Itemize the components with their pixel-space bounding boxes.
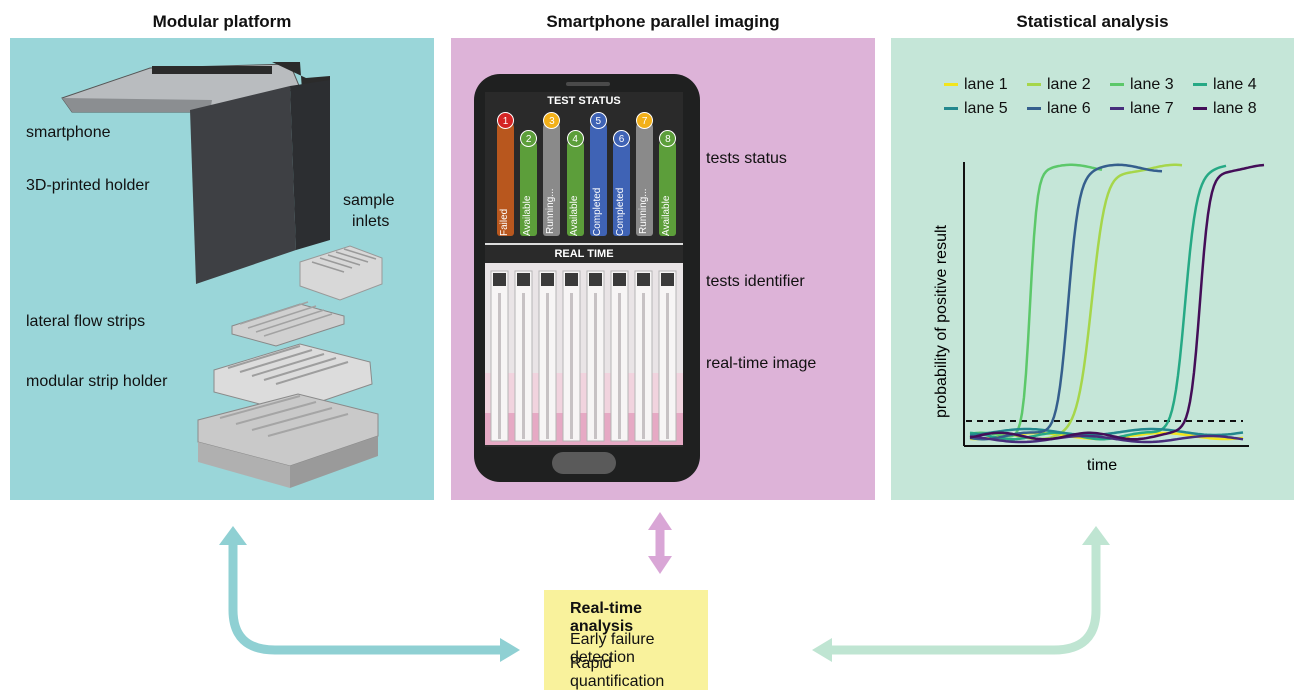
- modular-platform-title: Modular platform: [152, 12, 292, 31]
- test-status-column-5: [589, 120, 607, 236]
- realtime-analysis-box: Real-time analysis Early failure detecti…: [544, 590, 708, 690]
- test-number-badge: 6: [613, 130, 630, 147]
- strip-image-drawing: [485, 270, 683, 445]
- series-line: [969, 163, 1163, 441]
- legend-label: lane 4: [1213, 76, 1257, 93]
- quantification-text: Rapid quantification: [570, 655, 665, 690]
- qr-code-icon: [637, 273, 650, 286]
- test-status-column-6: [613, 138, 630, 236]
- legend-item: lane 4: [1193, 76, 1257, 94]
- up-arrow-right-icon: [1082, 526, 1110, 545]
- test-status-column-7: [636, 120, 654, 236]
- tests-identifier-annotation: tests identifier: [706, 273, 805, 290]
- legend-swatch: [1027, 83, 1041, 87]
- strip-holder-label: modular strip holder: [26, 373, 168, 390]
- realtime-image-annotation: real-time image: [706, 355, 817, 372]
- tests-status-annotation: tests status: [706, 150, 787, 167]
- test-status-column-3: [543, 120, 561, 236]
- legend-item: lane 1: [944, 76, 1008, 94]
- legend-item: lane 6: [1027, 100, 1091, 118]
- legend-swatch: [1193, 107, 1207, 111]
- legend-label: lane 1: [964, 76, 1008, 93]
- test-number-badge: 4: [566, 130, 584, 147]
- test-status-title: TEST STATUS: [547, 95, 621, 107]
- legend-item: lane 5: [944, 100, 1008, 118]
- test-number-badge: 5: [589, 112, 607, 129]
- qr-code-icon: [661, 273, 674, 286]
- up-arrow-center-icon: [648, 512, 672, 530]
- home-button[interactable]: [552, 452, 616, 474]
- screen-divider: [485, 243, 683, 245]
- legend-swatch: [944, 107, 958, 111]
- y-axis-label: probability of positive result: [933, 224, 950, 418]
- qr-code-icon: [565, 273, 578, 286]
- test-number-badge: 2: [520, 130, 538, 147]
- realtime-heading: Real-time analysis: [570, 600, 643, 635]
- inlets-label: inlets: [352, 213, 390, 230]
- test-number-badge: 3: [543, 112, 561, 129]
- up-arrow-left-icon: [219, 526, 247, 545]
- parallel-imaging-title: Smartphone parallel imaging: [546, 12, 780, 31]
- strips-label: lateral flow strips: [26, 313, 146, 330]
- test-number-badge: 7: [636, 112, 654, 129]
- legend-item: lane 8: [1193, 100, 1257, 118]
- test-number-badge: 1: [497, 112, 514, 129]
- phone-speaker: [566, 82, 610, 86]
- legend-swatch: [1193, 83, 1207, 87]
- legend-item: lane 3: [1110, 76, 1174, 94]
- series-line: [969, 163, 1265, 441]
- realtime-title: REAL TIME: [554, 248, 614, 260]
- legend-label: lane 5: [964, 100, 1008, 117]
- x-axis-label: time: [1087, 457, 1117, 474]
- qr-code-icon: [493, 273, 506, 286]
- test-number-badge: 8: [659, 130, 677, 147]
- holder-label: 3D-printed holder: [26, 177, 150, 194]
- legend-label: lane 8: [1213, 100, 1257, 117]
- qr-code-icon: [613, 273, 626, 286]
- legend-item: lane 2: [1027, 76, 1091, 94]
- down-arrow-center-icon: [648, 556, 672, 574]
- series-line: [969, 434, 1244, 444]
- strip-image: [485, 263, 683, 445]
- legend-label: lane 2: [1047, 76, 1091, 93]
- legend-swatch: [1110, 83, 1124, 87]
- test-status-column-1: [497, 120, 514, 236]
- test-status-column-4: [566, 138, 584, 236]
- legend-label: lane 6: [1047, 100, 1091, 117]
- test-status-column-2: [520, 138, 538, 236]
- test-status-column-8: [659, 138, 677, 236]
- qr-code-icon: [589, 273, 602, 286]
- qr-code-icon: [541, 273, 554, 286]
- sample-label: sample: [343, 192, 395, 209]
- legend-label: lane 3: [1130, 76, 1174, 93]
- left-connector: [228, 538, 505, 655]
- right-connector: [828, 538, 1101, 655]
- series-line: [969, 164, 1227, 441]
- legend-item: lane 7: [1110, 100, 1174, 118]
- statistical-analysis-title: Statistical analysis: [1016, 12, 1169, 31]
- right-arrow-icon: [500, 638, 520, 662]
- legend-swatch: [1110, 107, 1124, 111]
- smartphone-label: smartphone: [26, 124, 111, 141]
- statistics-panel: [891, 38, 1294, 500]
- qr-code-icon: [517, 273, 530, 286]
- legend-swatch: [944, 83, 958, 87]
- legend-swatch: [1027, 107, 1041, 111]
- failure-detection-text: Early failure detection: [570, 631, 655, 666]
- left-arrow-icon: [812, 638, 832, 662]
- legend-label: lane 7: [1130, 100, 1174, 117]
